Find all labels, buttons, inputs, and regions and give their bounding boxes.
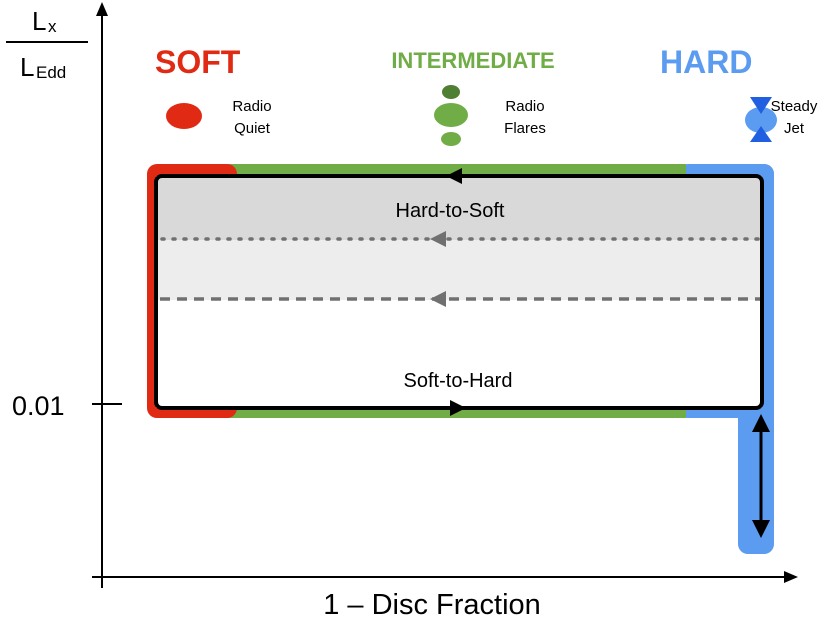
intermediate-desc-line1: Radio (505, 98, 544, 115)
y-axis-label-top-sub: x (48, 17, 57, 36)
x-axis-label: 1 – Disc Fraction (323, 589, 541, 621)
hard-state-title: HARD (660, 44, 752, 80)
y-axis-label-bottom-sub: Edd (36, 63, 66, 82)
y-axis-label-bottom: L (20, 52, 34, 82)
upper-luminosity-band (156, 176, 762, 240)
y-axis-arrowhead (96, 2, 108, 16)
intermediate-state-title: INTERMEDIATE (391, 48, 554, 73)
radio-flare-bottom-blob-icon (441, 132, 461, 146)
dotted-track-arrowhead (430, 231, 446, 247)
dashed-track-arrowhead (430, 291, 446, 307)
soft-desc-line1: Radio (232, 98, 271, 115)
hard-to-soft-label: Hard-to-Soft (396, 200, 505, 222)
radio-quiet-blob-icon (166, 103, 202, 129)
hard-desc-line1: Steady (771, 98, 818, 115)
steady-jet-bottom-cone-icon (750, 126, 772, 142)
middle-luminosity-band (156, 240, 762, 300)
hard-desc-line2: Jet (784, 120, 805, 137)
hard-state-arrow-up-head (752, 414, 770, 432)
radio-flare-top-blob-icon (442, 85, 460, 99)
soft-desc-line2: Quiet (234, 120, 271, 137)
y-axis-label-top: L (32, 6, 46, 36)
intermediate-desc-line2: Flares (504, 120, 546, 137)
y-tick-label: 0.01 (12, 391, 65, 421)
soft-state-title: SOFT (155, 44, 241, 80)
hard-state-arrow-down-head (752, 520, 770, 538)
x-axis-arrowhead (784, 571, 798, 583)
bottom-rightward-arrow (450, 400, 466, 416)
steady-jet-core-icon (745, 107, 777, 133)
radio-flare-main-blob-icon (434, 103, 468, 127)
top-leftward-arrow (446, 168, 462, 184)
soft-to-hard-label: Soft-to-Hard (404, 370, 513, 392)
steady-jet-top-cone-icon (750, 97, 772, 114)
